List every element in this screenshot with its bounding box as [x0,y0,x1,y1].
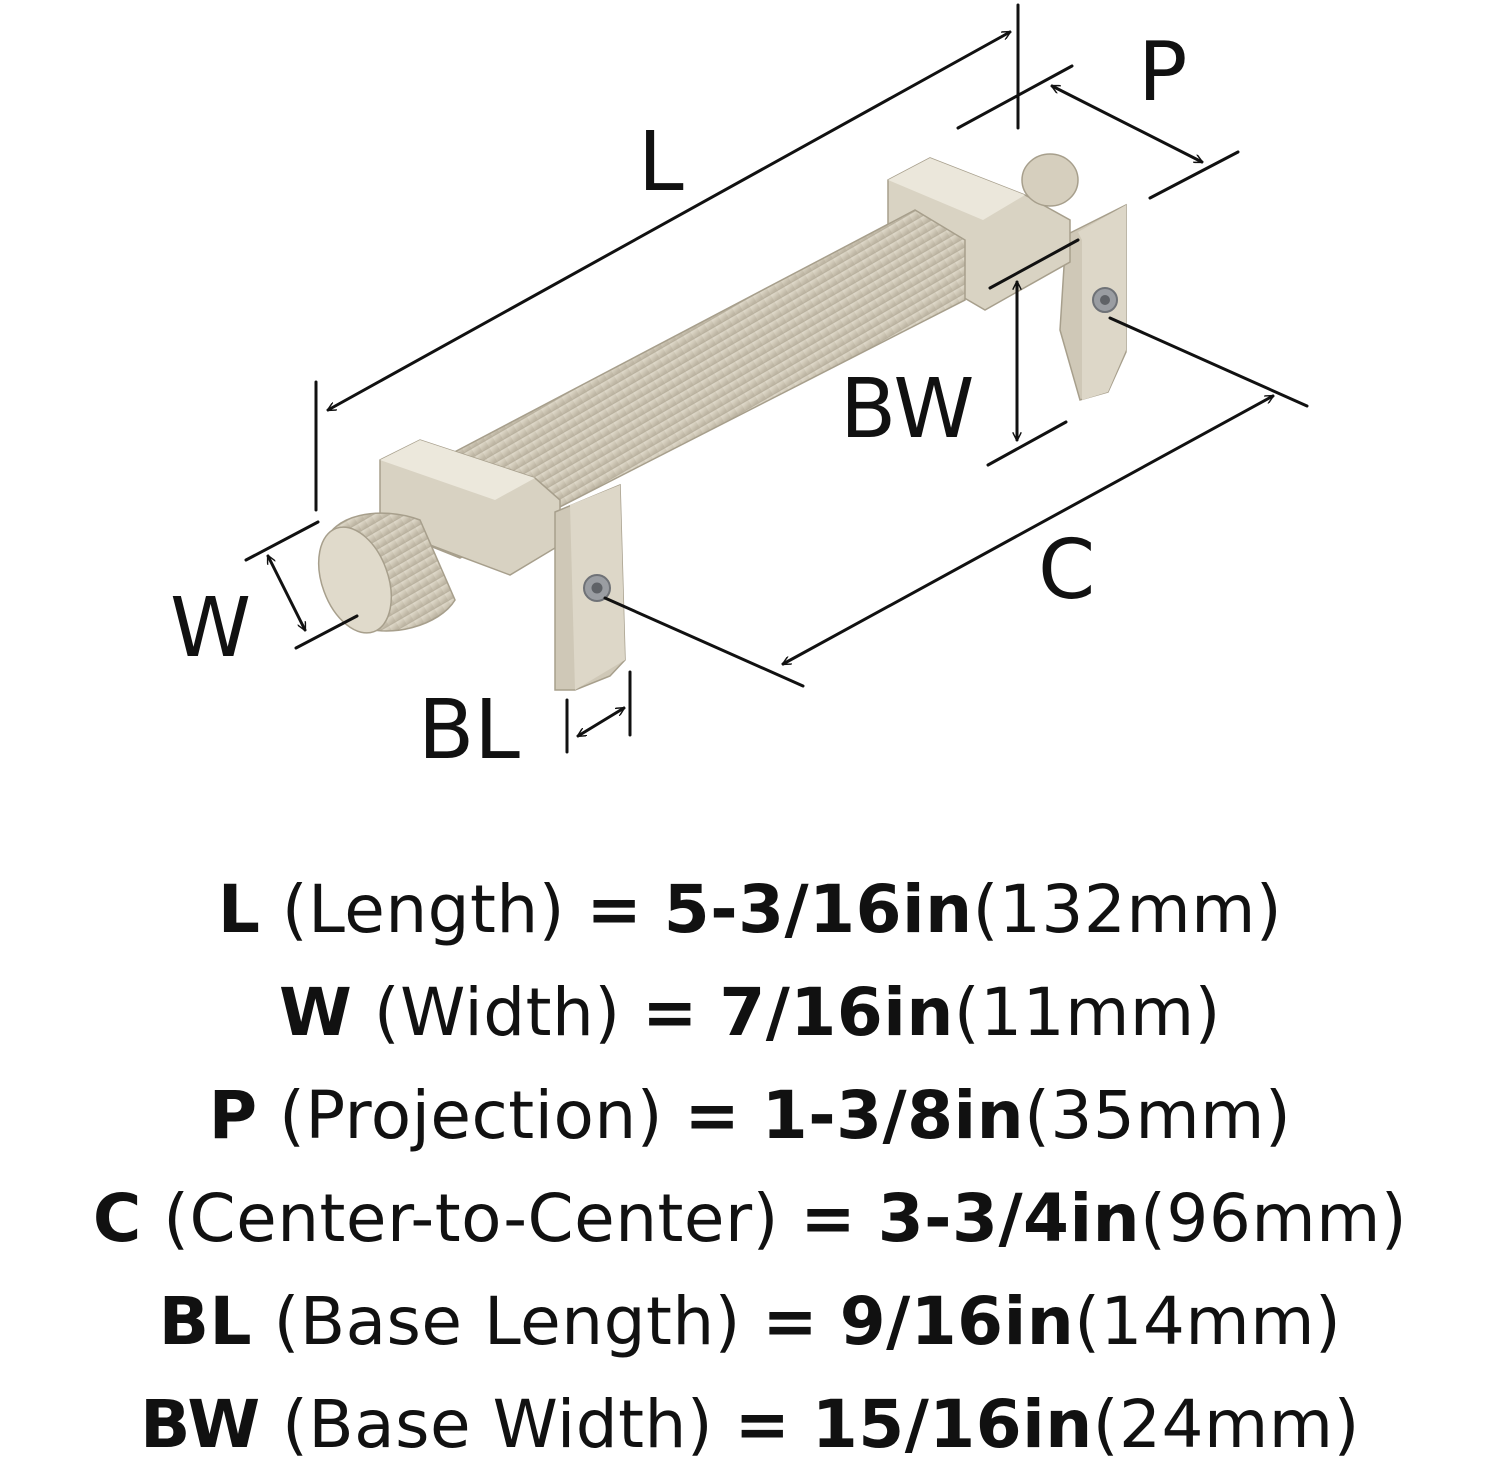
spec-row-base-width: BW (Base Width) = 15/16in(24mm) [0,1373,1500,1476]
front-end-cap [317,512,456,634]
spec-name: (Center-to-Center) [163,1180,779,1257]
spec-millimeters: (11mm) [953,974,1221,1051]
spec-code: L [217,871,261,948]
spec-millimeters: (14mm) [1074,1283,1342,1360]
dimension-lines [244,3,1309,754]
front-post [554,483,626,691]
spec-equals: = [684,1077,741,1154]
spec-equals: = [762,1283,819,1360]
spec-inches: 5-3/16in [663,871,973,948]
spec-inches: 1-3/8in [761,1077,1025,1154]
spec-code: BW [140,1386,261,1463]
spec-name: (Base Length) [273,1283,741,1360]
dimension-diagram: L P BW C W BL [170,3,1309,778]
spec-row-center-to-center: C (Center-to-Center) = 3-3/4in(96mm) [0,1167,1500,1270]
spec-name: (Projection) [279,1077,663,1154]
back-end-cap [1021,153,1079,207]
spec-inches: 7/16in [719,974,954,1051]
cabinet-pull-illustration [317,153,1127,691]
dimension-spec-list: L (Length) = 5-3/16in(132mm) W (Width) =… [0,858,1500,1476]
spec-equals: = [800,1180,857,1257]
spec-code: W [279,974,353,1051]
spec-equals: = [642,974,698,1051]
spec-inches: 3-3/4in [877,1180,1141,1257]
label-P: P [1138,25,1187,120]
spec-code: C [92,1180,142,1257]
label-C: C [1038,523,1095,618]
spec-code: P [208,1077,258,1154]
spec-millimeters: (35mm) [1024,1077,1292,1154]
spec-millimeters: (132mm) [972,871,1283,948]
spec-row-width: W (Width) = 7/16in(11mm) [0,961,1500,1064]
spec-name: (Width) [373,974,621,1051]
spec-millimeters: (96mm) [1140,1180,1408,1257]
spec-row-length: L (Length) = 5-3/16in(132mm) [0,858,1500,961]
label-W: W [170,581,251,676]
spec-name: (Length) [281,871,566,948]
spec-row-base-length: BL (Base Length) = 9/16in(14mm) [0,1270,1500,1373]
label-BW: BW [840,362,974,457]
spec-name: (Base Width) [282,1386,714,1463]
spec-equals: = [734,1386,791,1463]
back-post [1059,203,1127,401]
label-BL: BL [418,683,520,778]
spec-inches: 15/16in [811,1386,1093,1463]
spec-equals: = [586,871,643,948]
spec-millimeters: (24mm) [1092,1386,1360,1463]
spec-inches: 9/16in [839,1283,1075,1360]
spec-row-projection: P (Projection) = 1-3/8in(35mm) [0,1064,1500,1167]
label-L: L [638,115,684,210]
spec-code: BL [158,1283,253,1360]
